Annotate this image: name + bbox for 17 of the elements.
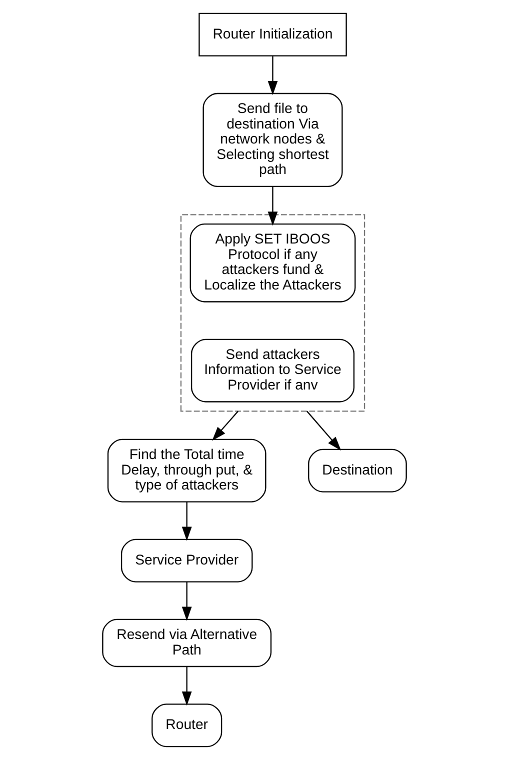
node-box: Router xyxy=(152,704,222,748)
node-box: Service Provider xyxy=(120,538,253,582)
arrow xyxy=(212,410,239,441)
cluster xyxy=(180,214,366,412)
arrow xyxy=(182,666,192,706)
arrow xyxy=(182,502,192,541)
arrow xyxy=(306,410,342,451)
node-box: Find the Total time Delay, through put, & type of attackers xyxy=(107,438,266,502)
node-box: Router Initialization xyxy=(198,12,347,56)
node-box: Send attackers Information to Service Provider if anv xyxy=(190,338,355,402)
arrow xyxy=(268,56,278,96)
node-box: Resend via Alternative Path xyxy=(102,618,272,668)
arrow xyxy=(268,186,278,226)
node-box: Apply SET IBOOS Protocol if any attackers fund & Localize the Attackers xyxy=(190,224,356,302)
node-box: Destination xyxy=(308,448,407,492)
node-box: Send file to destination Via network nodes & Selecting shortest path xyxy=(202,92,343,188)
arrow xyxy=(182,582,192,621)
